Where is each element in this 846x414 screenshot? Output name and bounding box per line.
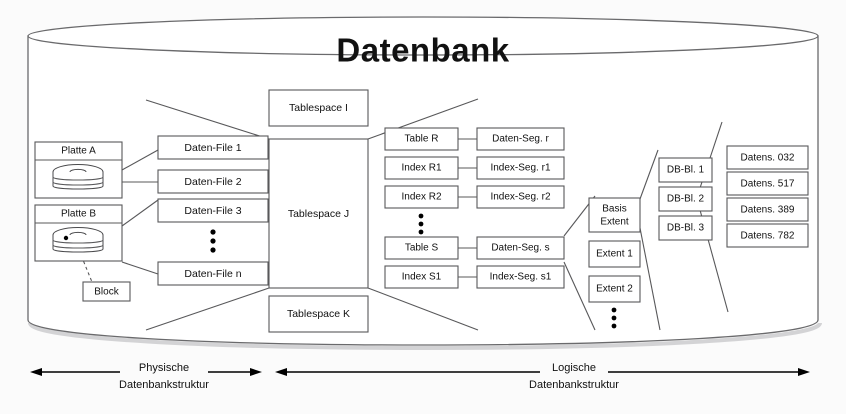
extent-box: [588, 197, 641, 233]
logical-objects-list: Table R Index R1 Index R2 Table S Index …: [384, 127, 459, 289]
logical-object-label: Index S1: [402, 272, 442, 283]
db-block-label: DB-Bl. 3: [667, 223, 705, 234]
disk-b-group: Platte B: [34, 204, 123, 262]
segment-box: [476, 127, 565, 151]
extent-label: Extent 1: [596, 249, 633, 260]
data-file-box: [157, 198, 269, 223]
arrow-head-right-icon: [798, 368, 810, 376]
segment-label: Daten-Seg. s: [491, 243, 549, 254]
block-label: Block: [94, 287, 119, 298]
disk-stack-icon: [52, 227, 104, 253]
legend-logical-line2: Datenbankstruktur: [529, 379, 619, 391]
connector-lines-left: [69, 99, 270, 331]
db-blocks-list: DB-Bl. 1 DB-Bl. 2 DB-Bl. 3: [658, 157, 713, 241]
legend-logical-line1: Logische: [552, 362, 596, 374]
data-file-box: [157, 169, 269, 194]
logical-object-label: Index R1: [401, 163, 441, 174]
record-box: [726, 223, 809, 248]
db-block-box: [658, 215, 713, 241]
segment-box: [476, 265, 565, 289]
tablespace-k-box: [268, 295, 369, 333]
legend-physical-line2: Datenbankstruktur: [119, 379, 209, 391]
record-label: Datens. 389: [741, 205, 795, 216]
extent-label: Extent 2: [596, 284, 633, 295]
arrow-head-right-icon: [250, 368, 262, 376]
record-box: [726, 171, 809, 196]
data-file-label: Daten-File 3: [184, 205, 241, 217]
tablespace-j-box: [268, 138, 369, 289]
logical-object-box: [384, 265, 459, 289]
data-file-box: [157, 135, 269, 160]
legend-logical: Logische Datenbankstruktur: [275, 362, 810, 391]
extent-box: [588, 240, 641, 268]
block-marker-icon: [63, 235, 69, 241]
cylinder-shadow: [28, 322, 822, 351]
record-box: [726, 145, 809, 170]
tablespace-i-label: Tablespace I: [289, 102, 348, 114]
segment-box: [476, 236, 565, 260]
data-file-ellipsis-icon: [210, 229, 216, 253]
data-file-list: Daten-File 1 Daten-File 2 Daten-File 3 D…: [157, 135, 269, 286]
logical-object-box: [384, 156, 459, 180]
disk-a-group: Platte A: [34, 141, 123, 199]
diagram-title: Datenbank: [336, 32, 509, 69]
data-file-box: [157, 261, 269, 286]
db-block-box: [658, 157, 713, 183]
disk-stack-icon: [52, 164, 104, 190]
logical-object-ellipsis-icon: [418, 213, 424, 235]
logical-object-box: [384, 236, 459, 260]
arrow-head-left-icon: [30, 368, 42, 376]
logical-object-box: [384, 185, 459, 209]
block-box: [82, 281, 131, 302]
disk-b-label: Platte B: [61, 209, 96, 220]
segment-label: Index-Seg. s1: [490, 272, 552, 283]
segment-box: [476, 185, 565, 209]
tablespace-j-label: Tablespace J: [288, 208, 349, 220]
logical-object-box: [384, 127, 459, 151]
segment-label: Index-Seg. r2: [490, 192, 550, 203]
tablespace-k-label: Tablespace K: [287, 308, 350, 320]
record-label: Datens. 032: [741, 153, 795, 164]
db-block-label: DB-Bl. 2: [667, 194, 705, 205]
extent-label-line2: Extent: [600, 217, 629, 228]
logical-object-label: Table R: [405, 134, 439, 145]
extent-ellipsis-icon: [611, 307, 617, 329]
tablespace-group: Tablespace I Tablespace J Tablespace K: [268, 89, 369, 333]
extent-label-line1: Basis: [602, 204, 626, 215]
db-block-box: [658, 186, 713, 212]
legend-physical-line1: Physische: [139, 362, 189, 374]
db-block-label: DB-Bl. 1: [667, 165, 705, 176]
data-file-label: Daten-File n: [184, 268, 241, 280]
extent-box: [588, 275, 641, 303]
record-label: Datens. 782: [741, 231, 795, 242]
logical-object-label: Table S: [405, 243, 439, 254]
record-label: Datens. 517: [741, 179, 795, 190]
segment-label: Index-Seg. r1: [490, 163, 550, 174]
extents-list: Basis Extent Extent 1 Extent 2: [588, 197, 641, 329]
segments-list: Daten-Seg. r Index-Seg. r1 Index-Seg. r2…: [476, 127, 565, 289]
block-group: Block: [82, 281, 131, 302]
logical-object-label: Index R2: [401, 192, 441, 203]
data-file-label: Daten-File 1: [184, 142, 241, 154]
legend-physical: Physische Datenbankstruktur: [30, 362, 262, 391]
records-list: Datens. 032 Datens. 517 Datens. 389 Date…: [726, 145, 809, 248]
cylinder-top-ellipse: [27, 16, 819, 56]
segment-box: [476, 156, 565, 180]
segment-label: Daten-Seg. r: [492, 134, 549, 145]
record-box: [726, 197, 809, 222]
tablespace-i-box: [268, 89, 369, 127]
arrow-head-left-icon: [275, 368, 287, 376]
data-file-label: Daten-File 2: [184, 176, 241, 188]
disk-a-label: Platte A: [61, 146, 96, 157]
